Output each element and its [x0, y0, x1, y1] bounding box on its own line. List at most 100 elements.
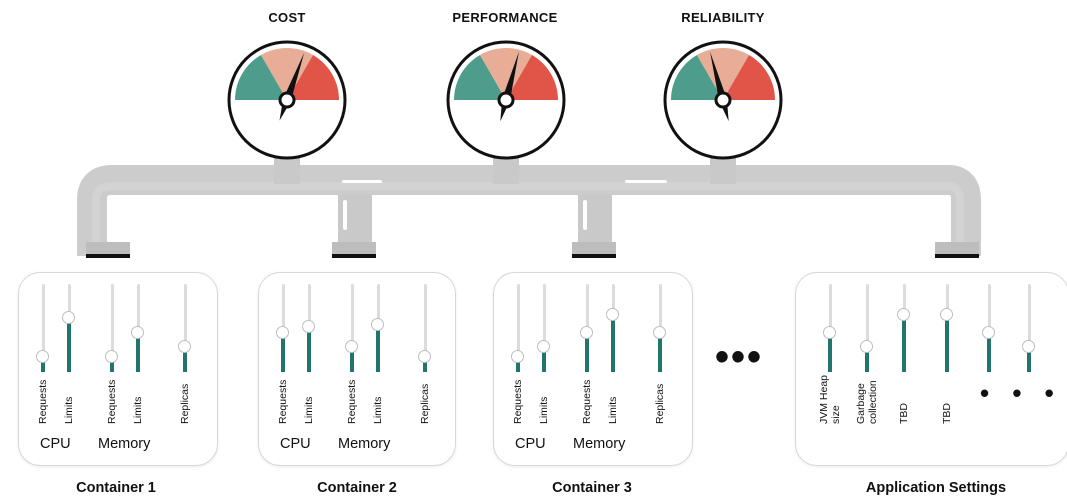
container-2-slider-5[interactable]: [418, 284, 432, 372]
slider-knob[interactable]: [276, 325, 289, 339]
container-1-slider-2[interactable]: [62, 284, 76, 372]
gauge-title-cost: COST: [268, 10, 306, 25]
slider-knob[interactable]: [653, 325, 666, 339]
more-containers-indicator: •••: [715, 335, 764, 379]
container-3-slider-1[interactable]: [511, 284, 525, 372]
container-1-slider-1[interactable]: [36, 284, 50, 372]
slider-label: Garbage collection: [854, 380, 879, 424]
slider-label: Limits: [302, 396, 315, 424]
slider-knob[interactable]: [62, 311, 75, 325]
slider-knob[interactable]: [606, 307, 619, 321]
slider-track: [517, 284, 520, 372]
container-1-title: Container 1: [76, 480, 156, 496]
slider-knob[interactable]: [860, 339, 873, 353]
slider-knob[interactable]: [418, 350, 431, 364]
slider-label: Limits: [537, 396, 550, 424]
app-settings-slider-4[interactable]: [940, 284, 954, 372]
container-3-slider-3[interactable]: [580, 284, 594, 372]
slider-fill: [611, 313, 615, 372]
container-3-title: Container 3: [552, 480, 632, 496]
container-1-slider-5[interactable]: [178, 284, 192, 372]
slider-fill: [902, 313, 906, 372]
slider-knob[interactable]: [982, 325, 995, 339]
container-3-slider-2[interactable]: [537, 284, 551, 372]
container-2-title: Container 2: [317, 480, 397, 496]
slider-knob[interactable]: [345, 339, 358, 353]
app-settings-slider-1[interactable]: [823, 284, 837, 372]
slider-fill: [423, 356, 427, 372]
container-3-slider-5[interactable]: [653, 284, 667, 372]
slider-fill: [865, 345, 869, 372]
gauge-cost: [227, 40, 347, 160]
slider-fill: [376, 324, 380, 372]
slider-label: Limits: [371, 396, 384, 424]
more-settings-indicator: • • •: [980, 378, 1062, 408]
container-2-slider-4[interactable]: [371, 284, 385, 372]
slider-label: Requests: [345, 379, 358, 424]
group-label-cpu: CPU: [515, 436, 546, 452]
slider-track: [111, 284, 114, 372]
slider-label: Limits: [131, 396, 144, 424]
slider-label: Requests: [511, 379, 524, 424]
slider-label: Limits: [62, 396, 75, 424]
slider-knob[interactable]: [1022, 339, 1035, 353]
slider-knob[interactable]: [823, 325, 836, 339]
slider-fill: [183, 345, 187, 372]
slider-track: [351, 284, 354, 372]
slider-label: Requests: [276, 379, 289, 424]
slider-track: [866, 284, 869, 372]
container-2-slider-1[interactable]: [276, 284, 290, 372]
container-1-slider-4[interactable]: [131, 284, 145, 372]
app-settings-slider-3[interactable]: [897, 284, 911, 372]
slider-fill: [987, 331, 991, 372]
slider-fill: [67, 317, 71, 372]
slider-knob[interactable]: [537, 339, 550, 353]
slider-fill: [281, 331, 285, 372]
slider-label: Requests: [580, 379, 593, 424]
slider-knob[interactable]: [131, 325, 144, 339]
slider-fill: [350, 345, 354, 372]
slider-label: TBD: [940, 403, 953, 424]
gauge-performance: [446, 40, 566, 160]
slider-knob[interactable]: [940, 307, 953, 321]
slider-fill: [828, 331, 832, 372]
group-label-memory: Memory: [98, 436, 151, 452]
slider-label: JVM Heap size: [817, 374, 842, 424]
slider-knob[interactable]: [36, 350, 49, 364]
slider-fill: [136, 331, 140, 372]
app-settings-panel: [795, 272, 1067, 466]
slider-track: [184, 284, 187, 372]
app-settings-slider-5[interactable]: [982, 284, 996, 372]
app-settings-slider-2[interactable]: [860, 284, 874, 372]
gauge-reliability: [663, 40, 783, 160]
container-3-slider-4[interactable]: [606, 284, 620, 372]
app-settings-slider-6[interactable]: [1022, 284, 1036, 372]
container-1-slider-3[interactable]: [105, 284, 119, 372]
slider-knob[interactable]: [302, 320, 315, 334]
slider-knob[interactable]: [580, 325, 593, 339]
slider-knob[interactable]: [897, 307, 910, 321]
slider-fill: [542, 345, 546, 372]
slider-fill: [1027, 345, 1031, 372]
slider-knob[interactable]: [105, 350, 118, 364]
group-label-memory: Memory: [338, 436, 391, 452]
slider-fill: [585, 331, 589, 372]
slider-label: Requests: [105, 379, 118, 424]
slider-fill: [945, 313, 949, 372]
slider-knob[interactable]: [511, 350, 524, 364]
container-2-slider-2[interactable]: [302, 284, 316, 372]
container-2-slider-3[interactable]: [345, 284, 359, 372]
slider-label: Requests: [36, 379, 49, 424]
slider-knob[interactable]: [178, 339, 191, 353]
slider-fill: [658, 331, 662, 372]
slider-knob[interactable]: [371, 318, 384, 332]
group-label-cpu: CPU: [40, 436, 71, 452]
slider-fill: [307, 326, 311, 372]
group-label-cpu: CPU: [280, 436, 311, 452]
slider-track: [42, 284, 45, 372]
slider-track: [1028, 284, 1031, 372]
slider-track: [424, 284, 427, 372]
slider-label: Replicas: [653, 383, 666, 424]
slider-fill: [516, 356, 520, 372]
